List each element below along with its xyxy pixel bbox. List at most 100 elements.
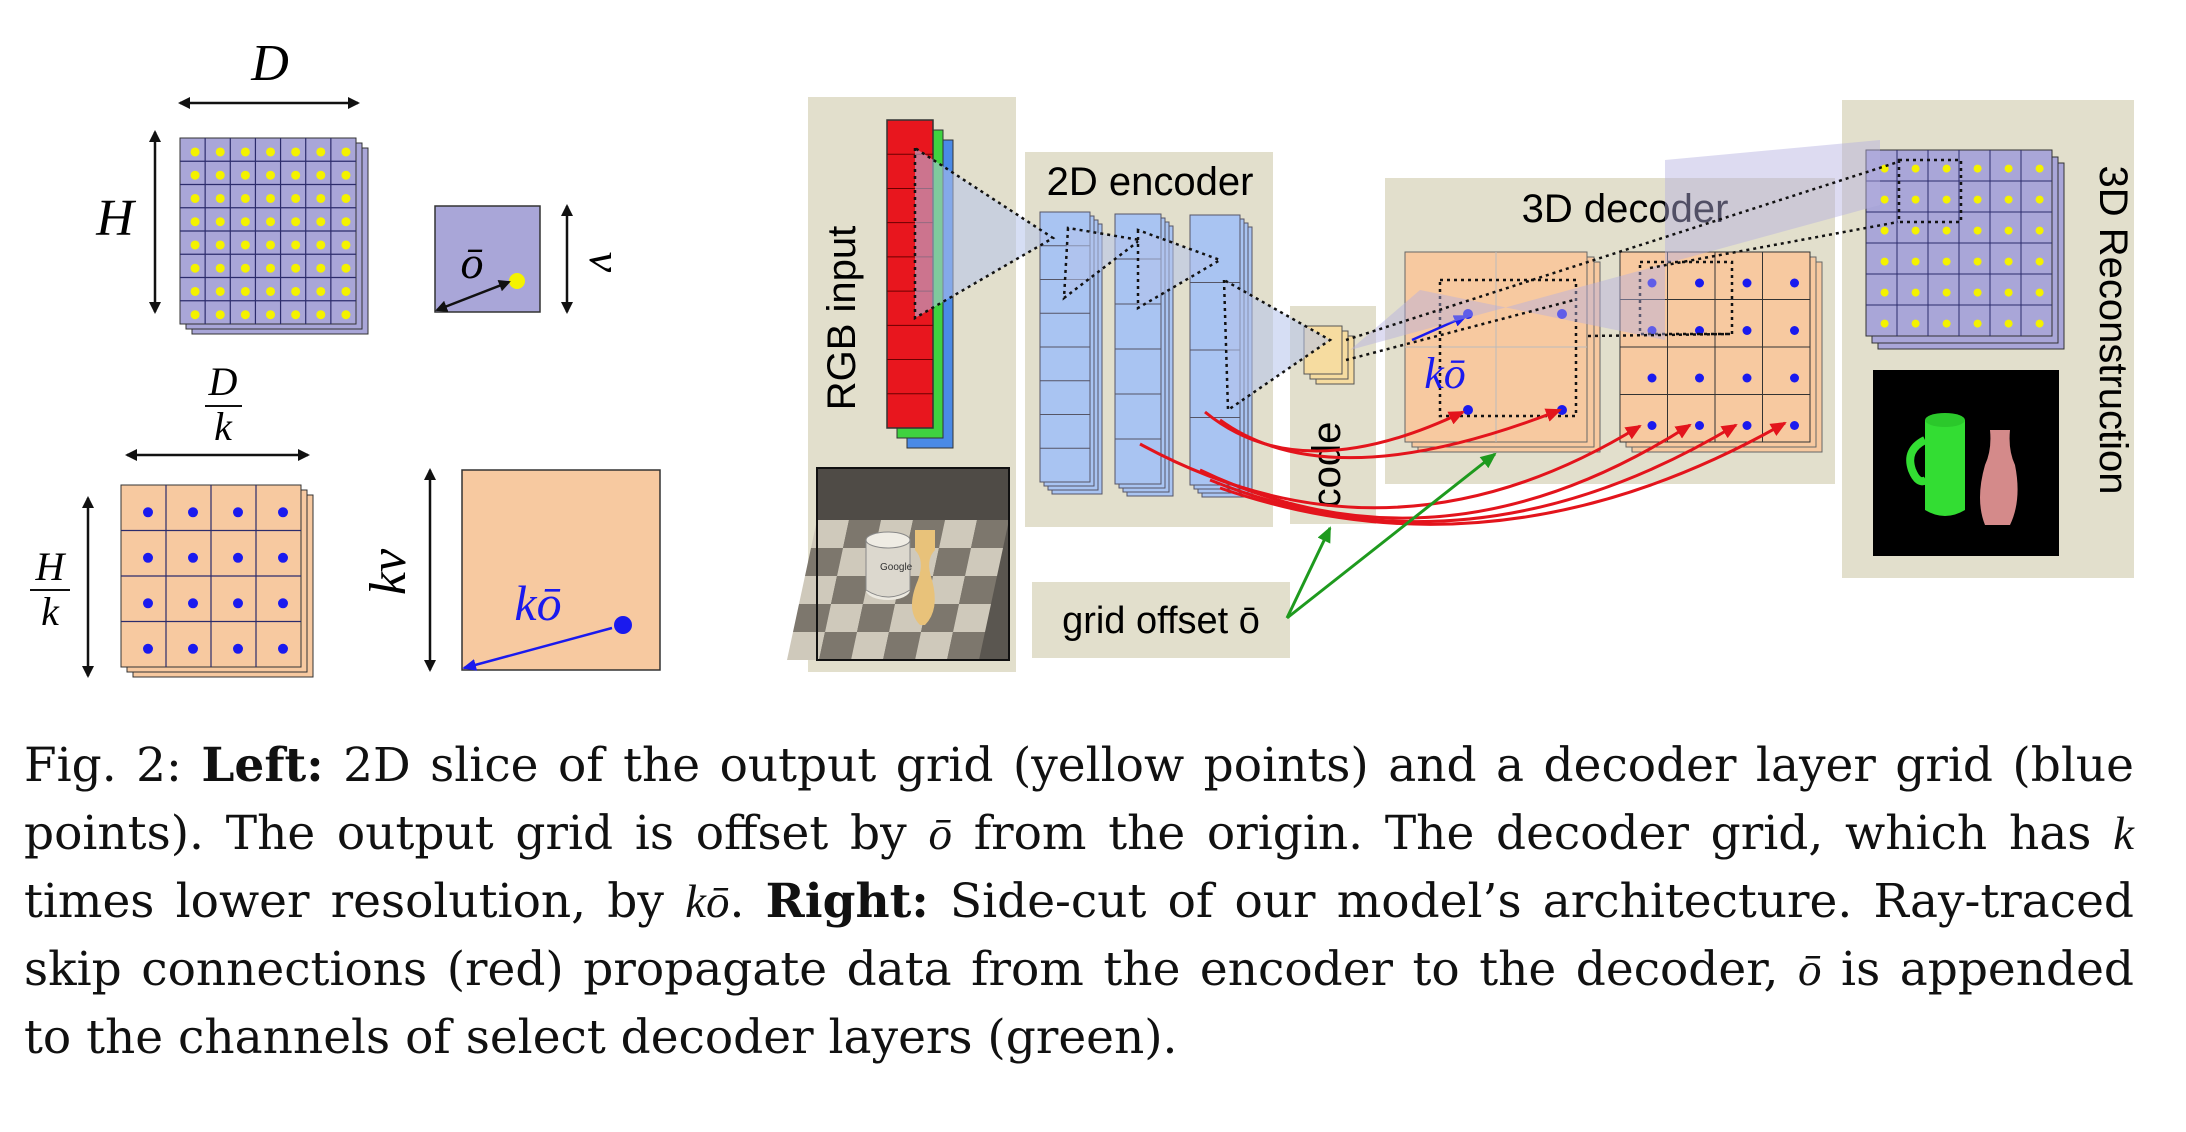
frac-H: H <box>35 544 67 589</box>
yellow-point <box>215 170 225 180</box>
yellow-point <box>266 217 276 227</box>
yellow-point <box>2004 226 2013 235</box>
blue-point <box>188 598 198 609</box>
yellow-point <box>240 286 250 296</box>
yellow-point <box>240 147 250 157</box>
caption-left-text-3: times lower resolution, by <box>24 874 686 929</box>
yellow-point <box>509 273 525 289</box>
frac-Dk: k <box>214 404 233 449</box>
yellow-point <box>2035 226 2044 235</box>
output-grid <box>179 137 369 335</box>
yellow-point <box>1973 226 1982 235</box>
yellow-point <box>291 310 301 320</box>
blue-point <box>1742 278 1752 288</box>
blue-point <box>233 552 243 563</box>
yellow-point <box>190 193 200 203</box>
frac-Hk: k <box>41 589 60 634</box>
yellow-point <box>291 217 301 227</box>
yellow-point <box>1973 288 1982 297</box>
decoder-cell: kō kv <box>360 468 661 672</box>
yellow-point <box>1942 257 1951 266</box>
skip-connections <box>1139 408 1787 526</box>
yellow-point <box>1911 288 1920 297</box>
yellow-point <box>1911 226 1920 235</box>
yellow-point <box>341 217 351 227</box>
yellow-point <box>190 170 200 180</box>
yellow-point <box>190 310 200 320</box>
blue-point <box>1790 373 1799 383</box>
caption-left-text-4: . <box>729 874 766 929</box>
yellow-point <box>2004 319 2013 328</box>
blue-point <box>233 643 243 654</box>
input-photo: Google <box>787 467 1010 661</box>
yellow-point <box>266 147 276 157</box>
yellow-point <box>190 217 200 227</box>
yellow-point <box>215 193 225 203</box>
rgb-input-label: RGB input <box>820 226 864 411</box>
label-obar-top: ō <box>461 237 484 288</box>
yellow-point <box>341 263 351 273</box>
yellow-point <box>266 193 276 203</box>
yellow-point <box>316 263 326 273</box>
blue-point <box>1647 373 1657 383</box>
yellow-point <box>341 286 351 296</box>
yellow-point <box>1973 257 1982 266</box>
yellow-point <box>215 240 225 250</box>
yellow-point <box>240 310 250 320</box>
yellow-point <box>2035 257 2044 266</box>
blue-point <box>1695 373 1704 383</box>
yellow-point <box>291 170 301 180</box>
caption-left-text-1: 2D slice of the output grid (yellow poin… <box>24 738 2134 861</box>
yellow-point <box>240 263 250 273</box>
yellow-point <box>1973 195 1982 204</box>
yellow-point <box>1942 288 1951 297</box>
offset-connections <box>1285 452 1497 620</box>
svg-text:Google: Google <box>880 562 913 573</box>
yellow-point <box>1880 319 1889 328</box>
caption-right-label: Right: <box>765 874 929 929</box>
yellow-point <box>2035 288 2044 297</box>
blue-point <box>188 507 198 518</box>
encoder-label: 2D encoder <box>1047 160 1254 204</box>
label-v: v <box>580 252 631 273</box>
yellow-point <box>341 147 351 157</box>
yellow-point <box>215 286 225 296</box>
yellow-point <box>316 286 326 296</box>
yellow-point <box>1911 164 1920 173</box>
yellow-point <box>266 286 276 296</box>
yellow-point <box>266 170 276 180</box>
yellow-point <box>1880 195 1889 204</box>
yellow-point <box>240 240 250 250</box>
reconstruction-render <box>1873 370 2059 556</box>
yellow-point <box>2035 195 2044 204</box>
blue-point <box>188 643 198 654</box>
caption-kobar-k: k <box>685 876 707 928</box>
yellow-point <box>2004 288 2013 297</box>
frac-D: D <box>208 359 238 404</box>
yellow-point <box>1880 226 1889 235</box>
blue-point <box>1790 326 1799 335</box>
blue-point <box>1647 421 1657 430</box>
blue-point <box>233 507 243 518</box>
receptive-fields <box>913 145 1333 413</box>
yellow-point <box>190 263 200 273</box>
caption-k: k <box>2113 808 2134 860</box>
yellow-point <box>291 193 301 203</box>
caption-obar: ō <box>928 808 952 860</box>
blue-point <box>1790 278 1799 288</box>
yellow-point <box>215 310 225 320</box>
yellow-point <box>215 217 225 227</box>
yellow-point <box>1973 319 1982 328</box>
caption-left-text-2: from the origin. The decoder grid, which… <box>951 806 2114 861</box>
blue-point <box>278 507 288 518</box>
yellow-point <box>240 193 250 203</box>
yellow-point <box>190 240 200 250</box>
yellow-point <box>266 310 276 320</box>
blue-point <box>233 598 243 609</box>
blue-point <box>143 643 153 654</box>
yellow-point <box>316 170 326 180</box>
yellow-point <box>2004 195 2013 204</box>
yellow-point <box>240 170 250 180</box>
label-H: H <box>95 190 136 247</box>
yellow-point <box>1942 164 1951 173</box>
